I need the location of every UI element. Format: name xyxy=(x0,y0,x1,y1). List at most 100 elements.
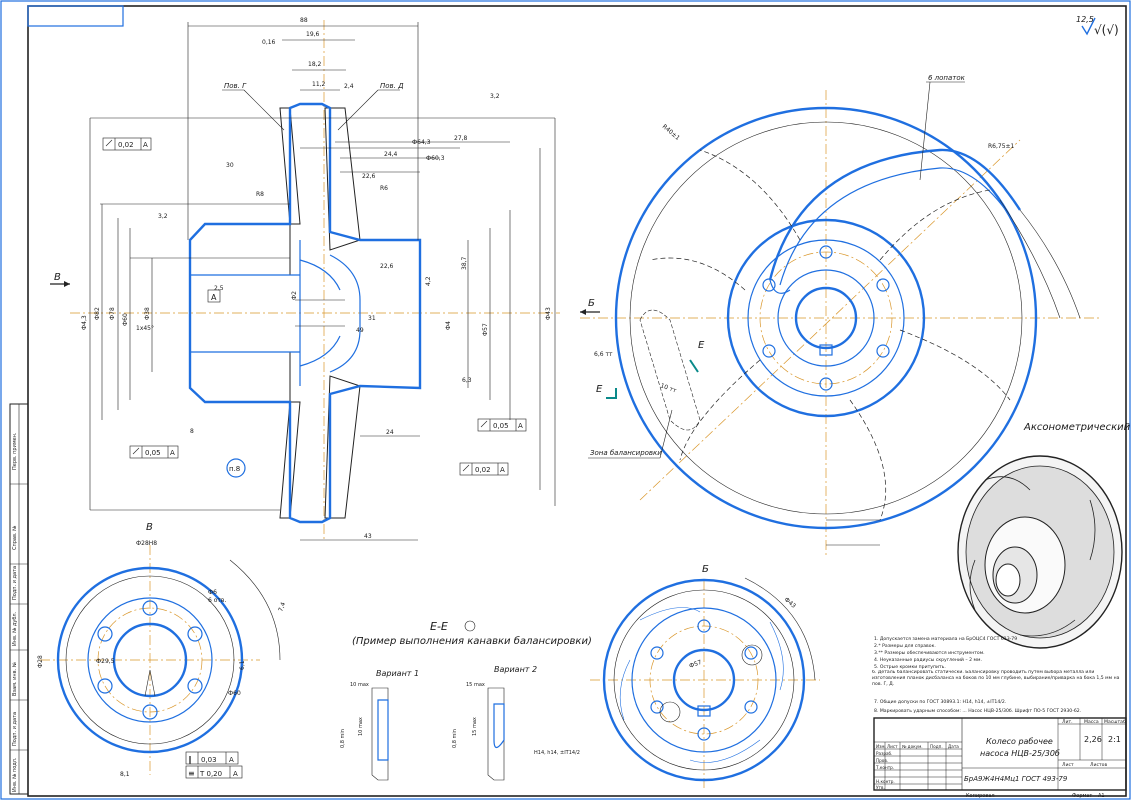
dim-22-6-mid: 22,6 xyxy=(380,263,394,270)
note-5: 5. Острые кромки притупить. xyxy=(874,664,946,670)
svg-text:Дата: Дата xyxy=(948,744,959,749)
dim-f60-left: Ф60 xyxy=(122,313,129,326)
side-stamp-4: Инв. № дубл. xyxy=(12,611,18,646)
side-stamp-5: Взам. инв. № xyxy=(12,661,18,696)
view-v-dim-f28: Ф28 xyxy=(37,655,44,668)
material: БрА9Ж4Н4Мц1 ГОСТ 493-79 xyxy=(964,775,1068,783)
svg-text:Масса: Масса xyxy=(1084,719,1099,725)
svg-text:Листов: Листов xyxy=(1090,762,1107,768)
dim-f43: Ф43 xyxy=(545,307,552,320)
svg-text:Разраб.: Разраб. xyxy=(876,751,892,756)
svg-text:A: A xyxy=(229,756,234,764)
part-name-2: насоса НЦВ-25/30б xyxy=(980,749,1060,758)
view-v-tol-1: ∥ 0,03 A xyxy=(185,751,239,765)
dim-2-4: 2,4 xyxy=(344,83,354,90)
var-dim-1: 10 max xyxy=(350,682,369,688)
svg-text:A: A xyxy=(143,141,148,149)
dim-f38: Ф38 xyxy=(144,307,151,320)
note-6: 6. Деталь балансировать статически. Бала… xyxy=(872,670,1120,687)
tol-frame-3: 0,05 A xyxy=(477,418,527,432)
dim-30: 30 xyxy=(226,162,234,169)
tech-notes: 1. Допускается замена материала на БрОЦС… xyxy=(872,636,1120,714)
dim-f78: Ф78 xyxy=(109,307,116,320)
dim-2-5: 2,5 xyxy=(214,285,224,292)
var-dim-4: 15 max xyxy=(472,717,478,736)
dim-f4-3: Ф4,3 xyxy=(81,315,88,330)
svg-text:A: A xyxy=(518,422,523,430)
dim-27-8: 27,8 xyxy=(454,135,468,142)
dim-r8: R8 xyxy=(256,191,264,198)
svg-text:Т.контр.: Т.контр. xyxy=(875,765,894,770)
var-dim-5: 0,8 min xyxy=(340,729,346,748)
view-arrow-v-label: В xyxy=(54,272,61,283)
dim-11-2: 11,2 xyxy=(312,81,326,88)
balance-zone-label: Зона балансировки xyxy=(590,449,662,457)
side-stamp-7: Инв. № подл. xyxy=(12,757,18,792)
datum-a-box xyxy=(207,289,221,303)
blades-label: 6 лопаток xyxy=(928,74,966,82)
datum-a: A xyxy=(211,293,217,302)
svg-text:0,05: 0,05 xyxy=(493,422,509,430)
corner-stamp xyxy=(27,5,124,27)
note-3: 3.** Размеры обеспечиваются инструментом… xyxy=(874,650,985,656)
var-dim-3: 15 max xyxy=(466,682,485,688)
dim-18-2: 18,2 xyxy=(308,61,322,68)
side-stamp-2: Справ. № xyxy=(12,525,18,550)
scale: 2:1 xyxy=(1108,735,1121,744)
view-arrow-b-label: Б xyxy=(588,298,595,309)
note-2: 2.* Размеры для справок. xyxy=(874,643,936,649)
roughness-symbol: 12,5 √(√) xyxy=(1076,15,1119,37)
view-v-dim-holes: 6 отв. xyxy=(208,597,226,604)
dim-f57: Ф57 xyxy=(482,323,489,336)
r-back: R6,75±1 xyxy=(988,143,1015,150)
note-1: 1. Допускается замена материала на БрОЦС… xyxy=(874,636,1017,642)
tol-frame-2: 0,05 A xyxy=(129,445,179,459)
copied-label: Копировал xyxy=(966,793,995,799)
svg-text:Т 0,20: Т 0,20 xyxy=(199,770,222,778)
svg-text:A: A xyxy=(500,466,505,474)
dim-f82: Ф82 xyxy=(94,307,101,320)
side-stamp-6: Подп. и дата xyxy=(12,712,18,746)
note-8: 8. Маркировать ударным способом: ... Нас… xyxy=(874,708,1081,714)
svg-text:12,5: 12,5 xyxy=(1076,15,1094,24)
svg-text:Лист: Лист xyxy=(1062,762,1074,768)
dim-r6: R6 xyxy=(380,185,388,192)
view-v-dim-6-1: 6,1 xyxy=(239,660,246,670)
dim-3-2: 3,2 xyxy=(490,93,500,100)
format-label: Формат xyxy=(1072,793,1092,799)
svg-text:Масштаб: Масштаб xyxy=(1104,719,1126,725)
view-v-dim-f29: Ф29,5 xyxy=(96,658,115,665)
note-ref-label: п.8 xyxy=(229,465,240,473)
view-v: В Ф28H8 Ф6 6 отв. Ф29,5 Ф60 Ф28 6,1 8,1 … xyxy=(37,522,287,779)
svg-text:≡: ≡ xyxy=(188,769,195,778)
dim-49: 49 xyxy=(356,327,364,334)
dim-38-7: 38,7 xyxy=(461,256,468,270)
svg-text:Подп.: Подп. xyxy=(930,744,943,749)
section-ee-title: Е-Е xyxy=(430,620,448,633)
svg-text:0,02: 0,02 xyxy=(118,141,134,149)
var-note: H14, h14, ±IT14/2 xyxy=(534,750,580,756)
dim-0-16: 0,16 xyxy=(262,39,276,46)
dim-f2: Ф2 xyxy=(291,291,298,300)
dim-4-2: 4,2 xyxy=(425,276,432,286)
view-b-title: Б xyxy=(702,564,709,575)
front-view: 6 лопаток R40±1 R6,75±1 Зона балансировк… xyxy=(580,74,1100,555)
dim-88: 88 xyxy=(300,17,308,24)
svg-text:Утв.: Утв. xyxy=(876,785,885,790)
dim-f4: Ф4 xyxy=(445,321,452,330)
dim-31: 31 xyxy=(368,315,376,322)
axonometric-view: Аксонометрический вид (б/м) xyxy=(957,421,1131,649)
svg-text:Изм.: Изм. xyxy=(876,744,886,749)
view-v-title: В xyxy=(146,522,153,533)
svg-text:№ докум.: № докум. xyxy=(902,744,923,749)
section-e-label-2: Е xyxy=(698,340,705,351)
side-stamp-3: Подп. и дата xyxy=(12,566,18,600)
note-ref-circle xyxy=(226,458,246,478)
dim-24: 24 xyxy=(386,429,394,436)
tol-frame-1: 0,02 A xyxy=(102,137,152,151)
tol-frame-4: 0,02 A xyxy=(459,462,509,476)
variant-2: Вариант 2 xyxy=(494,665,537,674)
format-value: А1 xyxy=(1098,793,1105,799)
dim-22-6-top: 22,6 xyxy=(362,173,376,180)
